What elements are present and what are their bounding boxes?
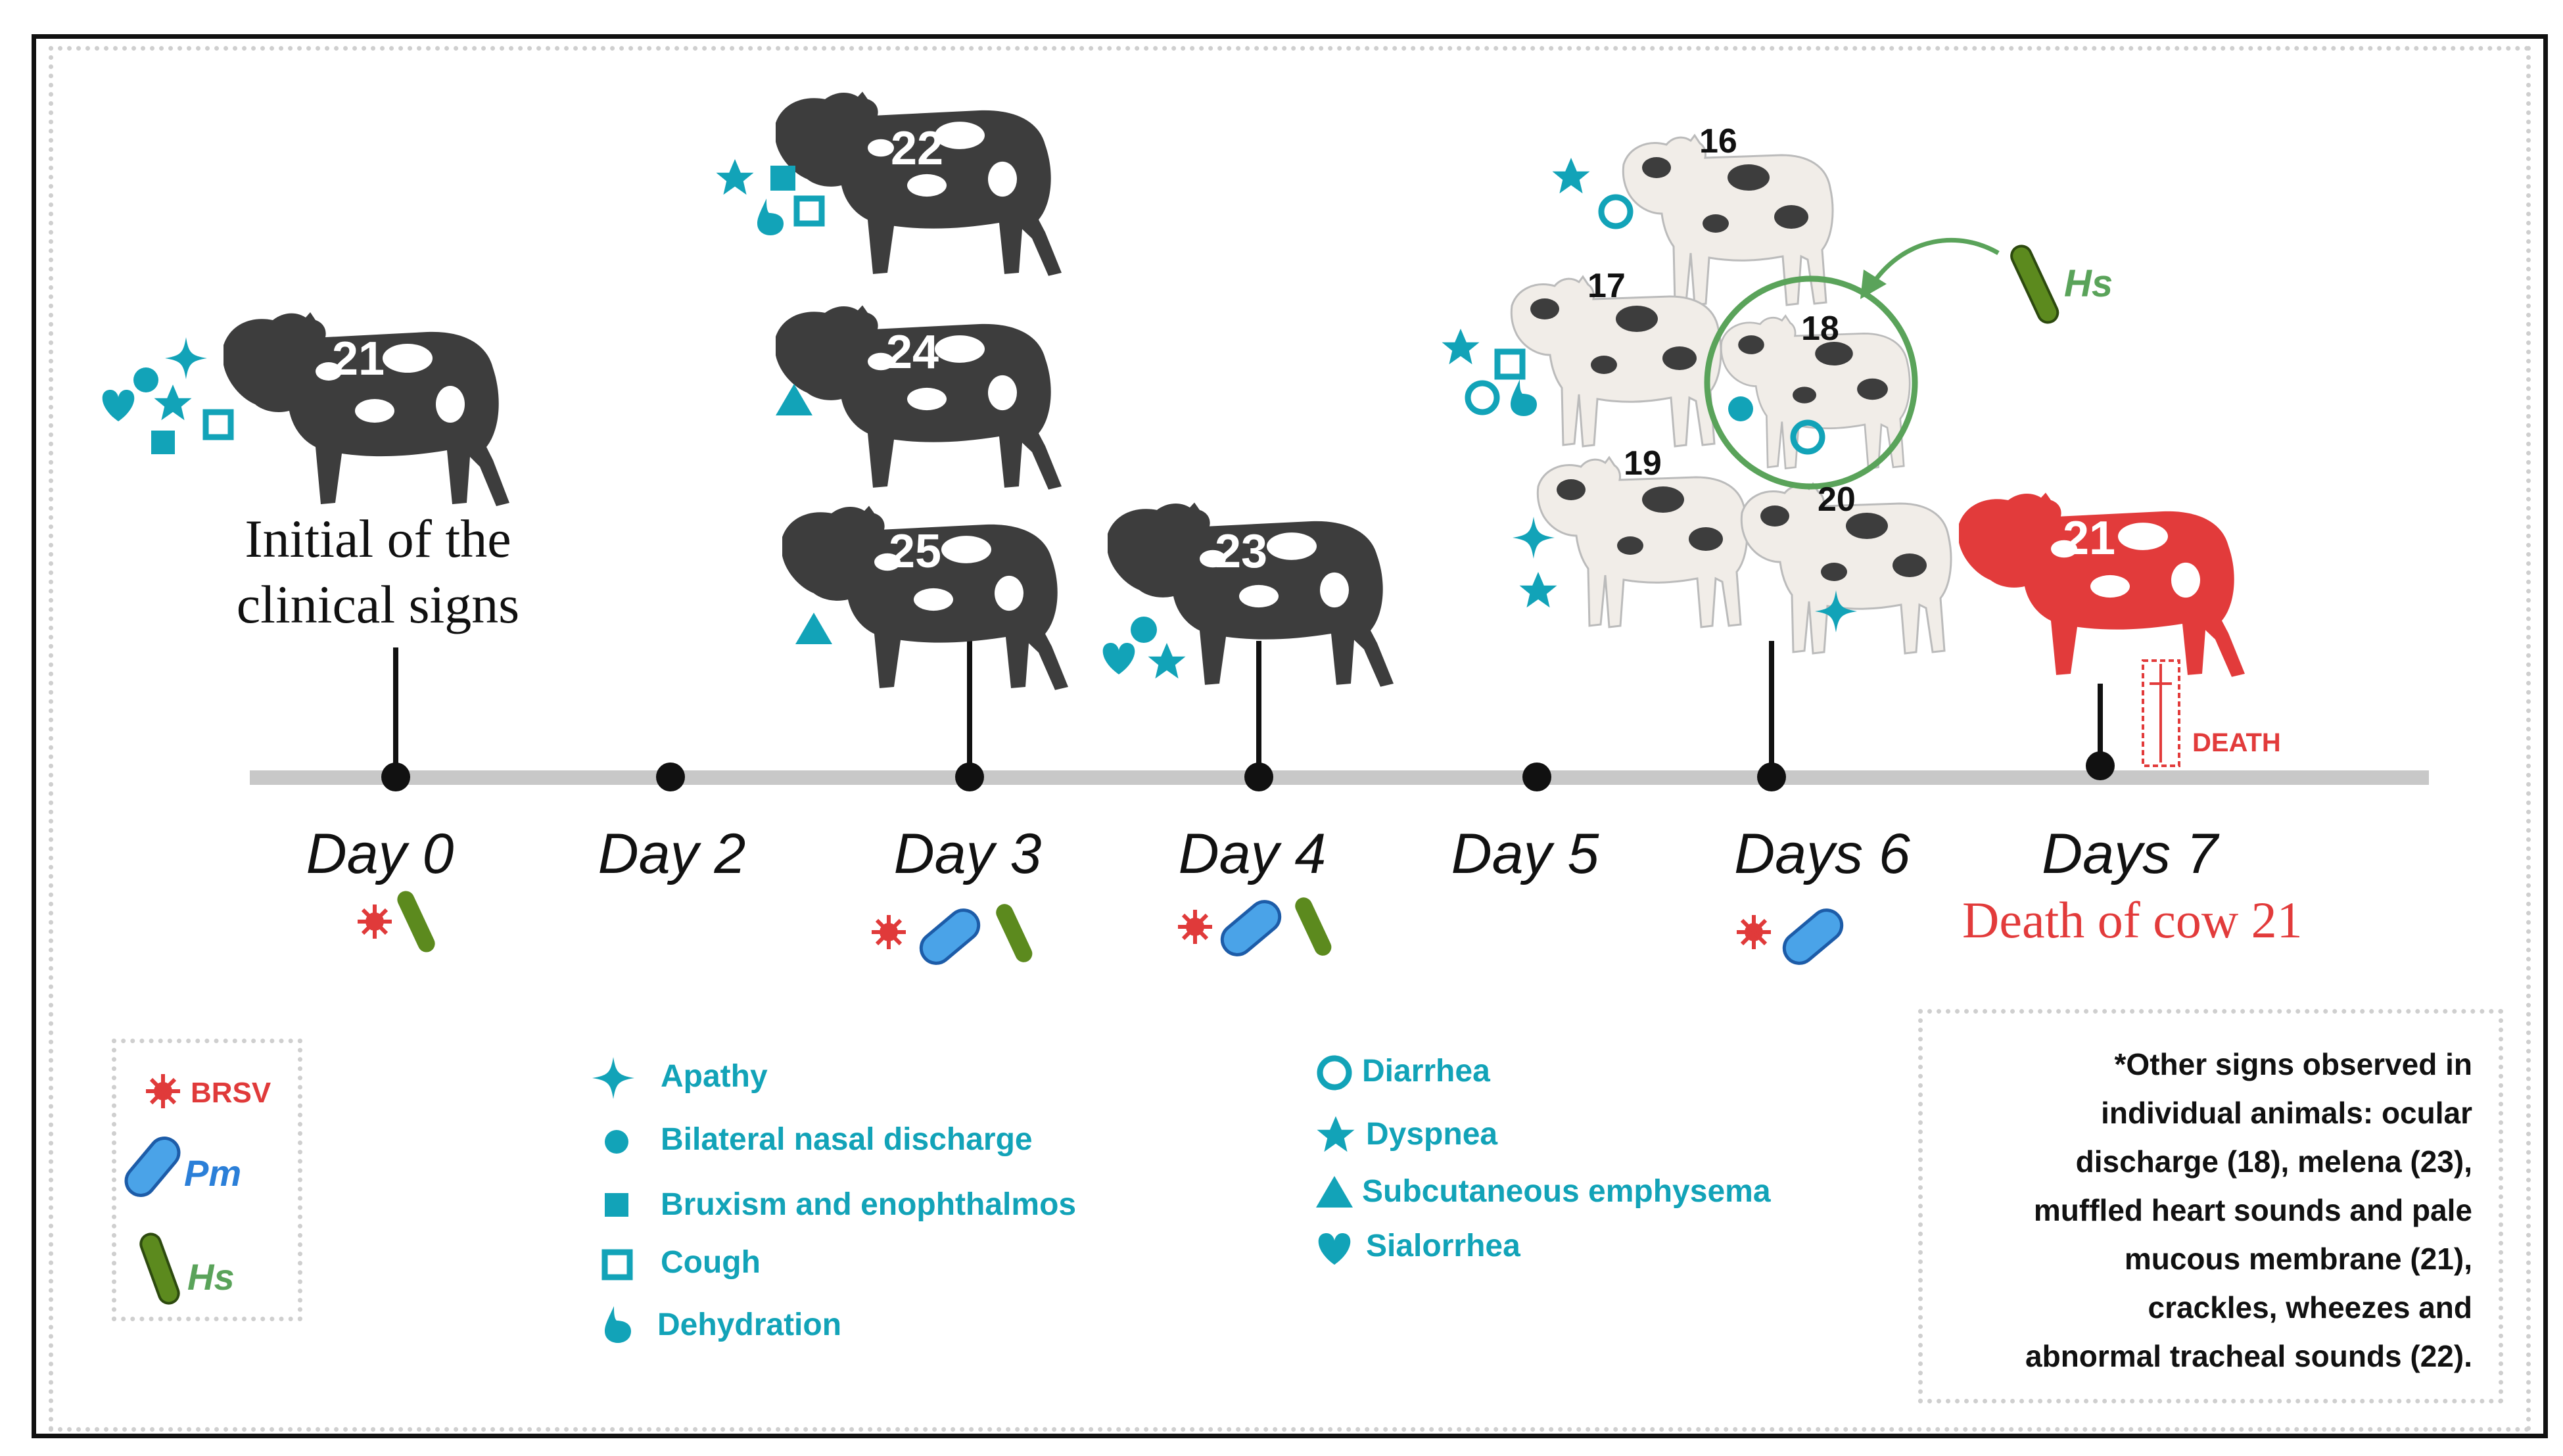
animal-id: 18 bbox=[1801, 310, 1839, 348]
legend-cough: Cough bbox=[661, 1245, 761, 1280]
legend-nasal-discharge: Bilateral nasal discharge bbox=[661, 1122, 1033, 1157]
pathogens-day6 bbox=[1737, 908, 1844, 965]
note-line: muffled heart sounds and pale bbox=[2033, 1193, 2472, 1227]
hs-highlight-circle bbox=[1704, 275, 1918, 490]
start-caption-line: Initial of the bbox=[245, 509, 511, 569]
hs-arrow bbox=[1871, 237, 2000, 285]
figure-frame bbox=[32, 34, 2548, 1438]
legend-pm-icon bbox=[124, 1137, 181, 1197]
pathogens-day0 bbox=[358, 891, 435, 952]
legend-emphysema: Subcutaneous emphysema bbox=[1362, 1174, 1771, 1209]
signs-legend-icons bbox=[592, 1055, 1355, 1343]
rod-bacterium-icon bbox=[2010, 245, 2059, 324]
animal-id: 22 bbox=[891, 122, 944, 175]
start-caption-line: clinical signs bbox=[236, 575, 520, 634]
dotted-border bbox=[49, 46, 2531, 1432]
signs-calf19 bbox=[1513, 517, 1557, 608]
legend-hs-label: Hs bbox=[187, 1256, 235, 1298]
death-caption: Death of cow 21 bbox=[1962, 891, 2303, 949]
day-label: Days 6 bbox=[1734, 822, 1910, 885]
note-text: *Other signs observed in individual anim… bbox=[1933, 1040, 2472, 1380]
animal-id: 25 bbox=[889, 525, 942, 578]
animal-id: 16 bbox=[1699, 122, 1737, 160]
cow-22 bbox=[776, 91, 1062, 276]
signs-calf18 bbox=[1728, 396, 1825, 455]
other-signs-note: *Other signs observed in individual anim… bbox=[1918, 1009, 2503, 1403]
death-cross-icon bbox=[2142, 659, 2180, 767]
sign-cow25 bbox=[795, 613, 832, 644]
signs-cow22 bbox=[716, 159, 825, 235]
animal-id: 19 bbox=[1624, 444, 1662, 482]
legend-pm-label: Pm bbox=[184, 1152, 242, 1194]
death-label: DEATH bbox=[2192, 728, 2281, 757]
timeline-markers bbox=[381, 641, 2115, 791]
animal-id: 23 bbox=[1215, 525, 1268, 578]
hs-arrow-head bbox=[1860, 270, 1887, 299]
day-label: Day 3 bbox=[893, 822, 1042, 885]
note-line: crackles, wheezes and bbox=[2148, 1290, 2472, 1325]
legend-apathy: Apathy bbox=[661, 1059, 768, 1094]
pathogens-day3 bbox=[872, 904, 1033, 965]
legend-brsv-label: BRSV bbox=[191, 1077, 271, 1109]
legend-sialorrhea: Sialorrhea bbox=[1366, 1229, 1520, 1263]
signs-calf17 bbox=[1442, 329, 1537, 416]
pathogen-legend-box bbox=[112, 1039, 302, 1321]
legend-dehydration: Dehydration bbox=[657, 1307, 842, 1342]
legend-dyspnea: Dyspnea bbox=[1366, 1117, 1498, 1152]
day-label: Day 5 bbox=[1451, 822, 1599, 885]
note-line: mucous membrane (21), bbox=[2124, 1242, 2472, 1276]
animal-id: 21 bbox=[2063, 512, 2116, 565]
note-line: individual animals: ocular bbox=[2101, 1096, 2472, 1130]
animal-id: 21 bbox=[332, 333, 385, 385]
legend-brsv-icon bbox=[146, 1074, 180, 1108]
animal-id: 24 bbox=[886, 326, 939, 379]
start-caption: Initial of the clinical signs bbox=[223, 506, 532, 638]
legend-bruxism: Bruxism and enophthalmos bbox=[661, 1187, 1077, 1222]
animal-id: 17 bbox=[1587, 267, 1626, 305]
day-label: Day 4 bbox=[1178, 822, 1327, 885]
note-line: *Other signs observed in bbox=[2114, 1047, 2472, 1081]
day-label: Day 0 bbox=[306, 822, 454, 885]
animal-id: 20 bbox=[1818, 481, 1856, 519]
day-label: Days 7 bbox=[2042, 822, 2218, 885]
pathogens-day4 bbox=[1178, 897, 1332, 956]
signs-cow23 bbox=[1102, 617, 1186, 679]
note-line: abnormal tracheal sounds (22). bbox=[2025, 1339, 2472, 1373]
signs-cow21 bbox=[102, 337, 234, 454]
day-label: Day 2 bbox=[598, 822, 746, 885]
note-line: discharge (18), melena (23), bbox=[2075, 1144, 2472, 1179]
legend-diarrhea: Diarrhea bbox=[1362, 1054, 1490, 1089]
timeline-bar bbox=[250, 770, 2429, 785]
legend-hs-icon bbox=[139, 1233, 180, 1305]
hs-arrow-label: Hs bbox=[2064, 262, 2113, 305]
signs-calf16 bbox=[1552, 158, 1634, 229]
